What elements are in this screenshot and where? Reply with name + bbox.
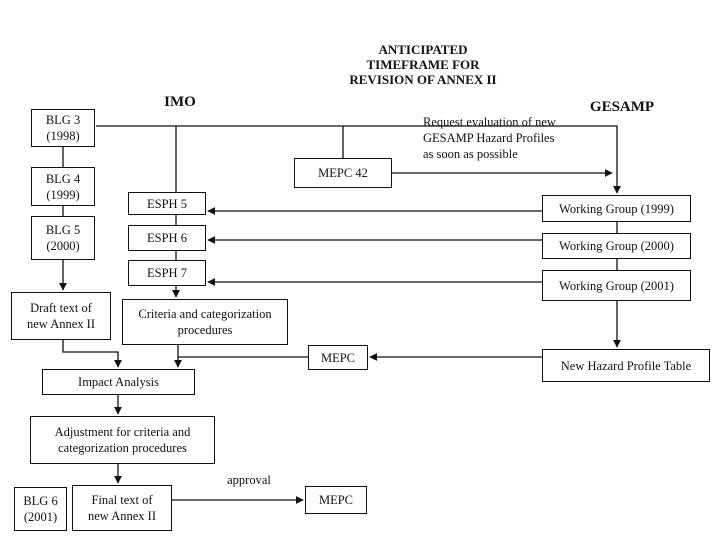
hazard-table-box: New Hazard Profile Table — [542, 349, 710, 382]
gesamp-heading: GESAMP — [589, 99, 655, 115]
wg2000-label: Working Group (2000) — [559, 239, 674, 253]
final-text-box: Final text of new Annex II — [72, 485, 172, 531]
blg4-line1: BLG 4 — [45, 171, 81, 186]
imo-heading: IMO — [164, 94, 196, 110]
draft-box: Draft text of new Annex II — [11, 292, 111, 340]
draft-to-impact — [62, 340, 122, 368]
esph7-box: ESPH 7 — [128, 260, 206, 286]
title-line3: REVISION OF ANNEX II — [349, 72, 497, 87]
request-note-line3: as soon as possible — [423, 147, 518, 161]
blg6-line2: (2001) — [23, 510, 58, 524]
esph7-label: ESPH 7 — [147, 266, 187, 280]
wg1999-box: Working Group (1999) — [542, 195, 691, 222]
blg3-line1: BLG 3 — [45, 113, 81, 127]
impact-analysis-box: Impact Analysis — [42, 369, 195, 395]
request-note: Request evaluation of new GESAMP Hazard … — [423, 114, 588, 162]
mepc-final-label: MEPC — [318, 493, 354, 507]
criteria-box: Criteria and categorization procedures — [122, 299, 288, 345]
mepc-label: MEPC — [320, 350, 356, 365]
mepc42-box: MEPC 42 — [294, 158, 392, 188]
mepc42-label: MEPC 42 — [318, 166, 368, 180]
wg2001-box: Working Group (2001) — [542, 270, 691, 301]
blg5-line1: BLG 5 — [45, 223, 81, 237]
draft-line1: Draft text of — [30, 301, 92, 315]
mepc-final-box: MEPC — [305, 486, 367, 514]
blg6-box: BLG 6 (2001) — [14, 487, 67, 531]
final-text-line1: Final text of — [91, 493, 153, 507]
adjustment-line1: Adjustment for criteria and — [54, 425, 191, 439]
draft-line2: new Annex II — [26, 317, 96, 331]
impact-analysis-label: Impact Analysis — [78, 375, 159, 389]
title-line2: TIMEFRAME FOR — [366, 57, 480, 72]
request-note-line2: GESAMP Hazard Profiles — [423, 131, 555, 145]
chart-title: ANTICIPATED TIMEFRAME FOR REVISION OF AN… — [333, 42, 513, 87]
blg6-line1: BLG 6 — [23, 494, 58, 508]
blg4-line2: (1999) — [46, 187, 80, 202]
approval-label: approval — [227, 473, 271, 487]
wg1999-label: Working Group (1999) — [559, 201, 674, 216]
blg3-line2: (1998) — [46, 129, 80, 143]
blg4-box: BLG 4 (1999) — [31, 167, 95, 206]
blg5-box: BLG 5 (2000) — [31, 216, 95, 260]
esph5-box: ESPH 5 — [128, 192, 206, 215]
wg2000-box: Working Group (2000) — [542, 233, 691, 259]
adjustment-box: Adjustment for criteria and categorizati… — [30, 416, 215, 464]
adjustment-line2: categorization procedures — [58, 441, 187, 455]
esph6-box: ESPH 6 — [128, 225, 206, 251]
esph5-label: ESPH 5 — [147, 196, 187, 211]
title-line1: ANTICIPATED — [378, 42, 468, 57]
request-note-line1: Request evaluation of new — [423, 115, 556, 129]
wg2001-label: Working Group (2001) — [559, 278, 674, 293]
hazard-table-label: New Hazard Profile Table — [560, 358, 692, 373]
esph6-label: ESPH 6 — [147, 231, 187, 245]
criteria-line2: procedures — [177, 323, 233, 337]
final-text-line2: new Annex II — [87, 509, 157, 523]
blg3-box: BLG 3 (1998) — [31, 109, 95, 147]
blg5-line2: (2000) — [46, 239, 80, 253]
mepc-box: MEPC — [308, 345, 368, 370]
top-connector — [96, 125, 621, 194]
criteria-line1: Criteria and categorization — [138, 307, 272, 321]
